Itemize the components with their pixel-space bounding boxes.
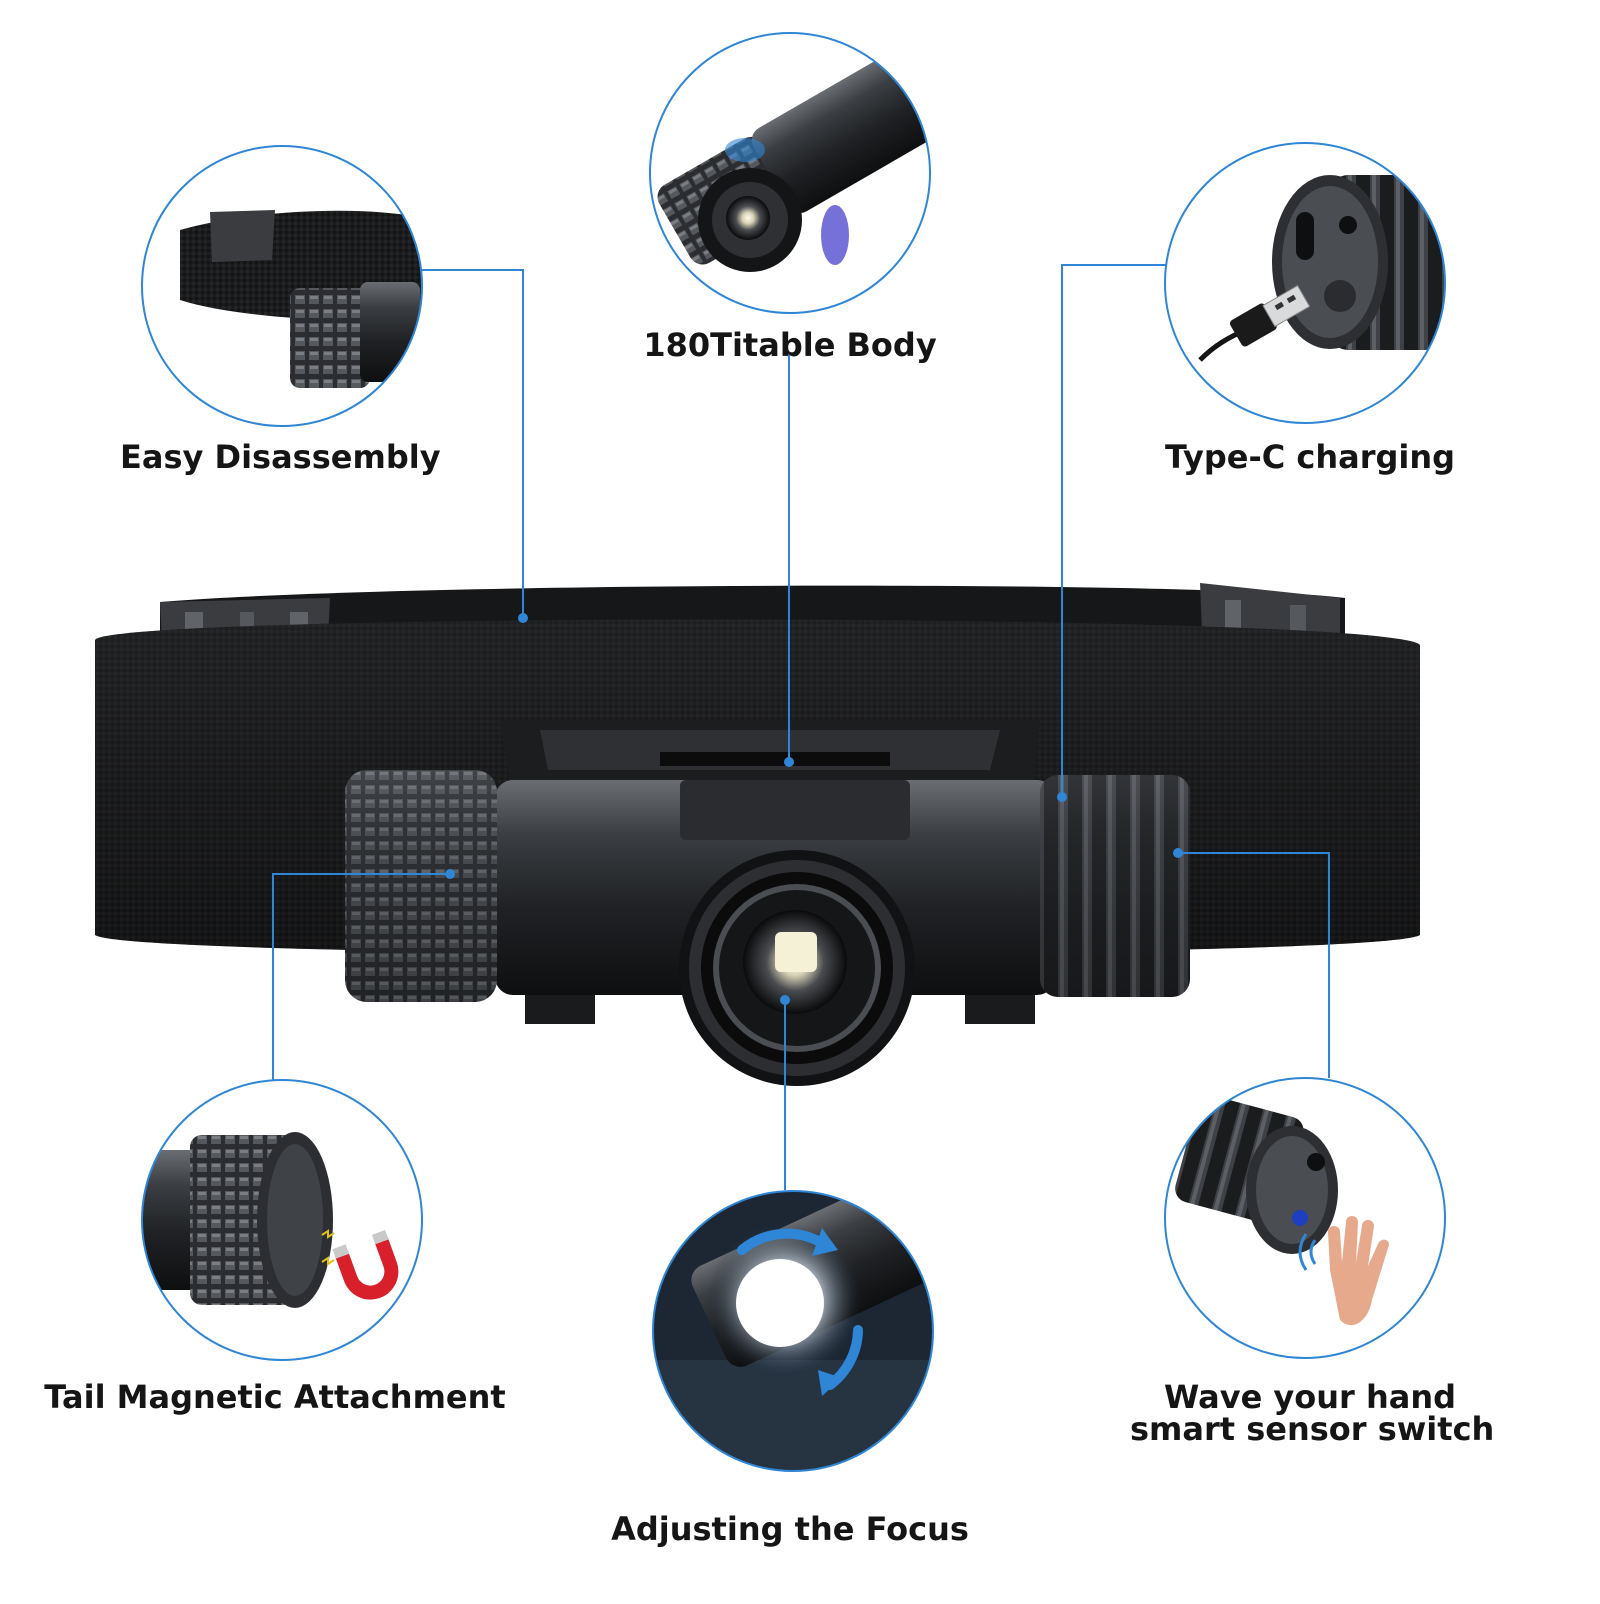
tiltable-body-label: 180Titable Body: [643, 326, 937, 364]
callout-dots: [445, 613, 1183, 1005]
adjusting-focus-label: Adjusting the Focus: [611, 1510, 969, 1548]
main-headlamp: [95, 583, 1420, 1086]
wave-sensor-label-line2: smart sensor switch: [1130, 1410, 1495, 1448]
easy-disassembly-image: [141, 145, 423, 427]
wave-sensor-label-line1: Wave your hand: [1163, 1378, 1457, 1416]
type-c-charging-image: [1164, 142, 1446, 424]
type-c-charging-label: Type-C charging: [1164, 438, 1456, 476]
tail-magnetic-image: [141, 1079, 423, 1361]
hand-wave-icon: [1328, 1216, 1389, 1326]
tail-magnetic-label: Tail Magnetic Attachment: [44, 1378, 506, 1416]
tiltable-body-image: [649, 32, 931, 314]
adjusting-focus-image: [652, 1190, 934, 1472]
usb-cable: [1198, 284, 1311, 362]
magnet-icon: [332, 1230, 399, 1300]
wave-sensor-image: [1164, 1077, 1446, 1359]
callout-lines: [272, 264, 1330, 1190]
easy-disassembly-label: Easy Disassembly: [120, 438, 441, 476]
